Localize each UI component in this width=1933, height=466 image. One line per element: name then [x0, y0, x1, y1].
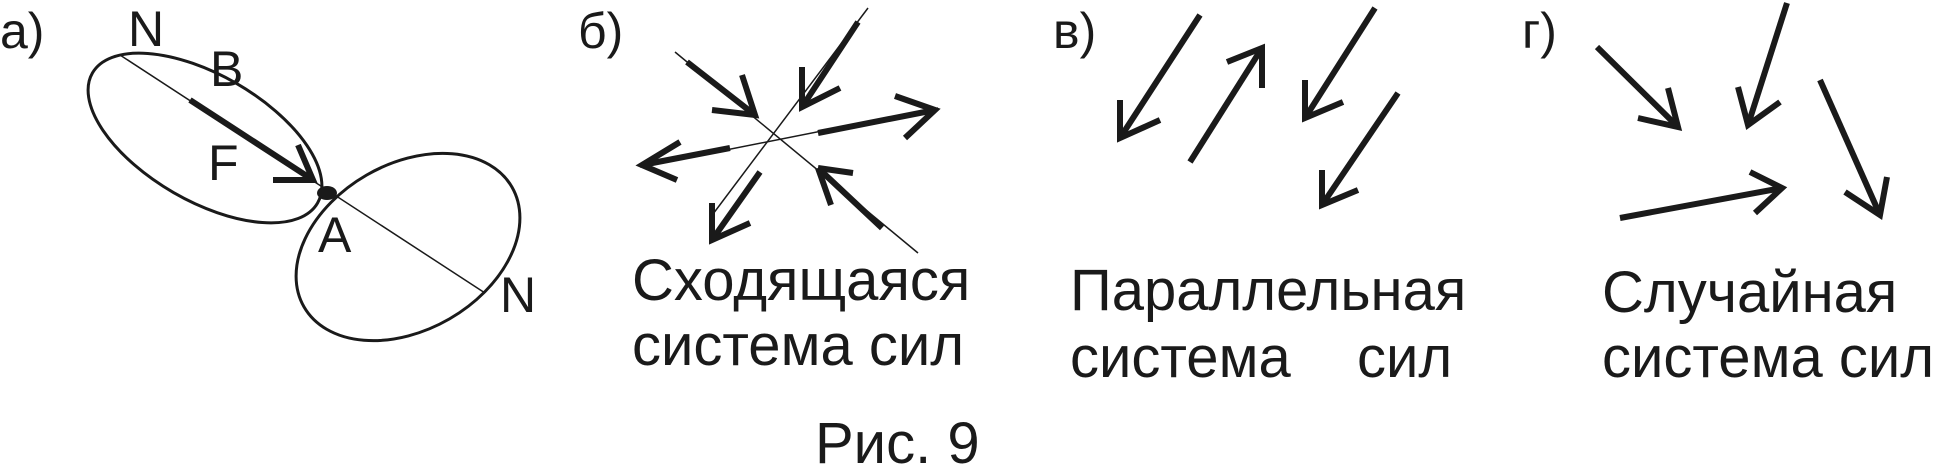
contact-point-a — [317, 186, 337, 200]
caption-parallel-line2a: система — [1070, 325, 1291, 390]
parallel-arrow-3 — [1302, 6, 1378, 123]
arrow-out-lower-left — [709, 170, 763, 245]
caption-parallel-line1: Параллельная — [1070, 258, 1466, 323]
panel-a: а) N B F A N — [0, 1, 536, 343]
label-n-bottom: N — [500, 267, 536, 323]
panel-b: б) Сходящаяся система с — [578, 3, 970, 378]
label-a: A — [318, 207, 352, 263]
arrow-out-left — [635, 139, 731, 183]
label-n-top: N — [128, 1, 164, 57]
panel-g-label: г) — [1522, 3, 1557, 59]
panel-g: г) Случайная система сил — [1522, 2, 1933, 390]
parallel-arrow-1 — [1117, 13, 1203, 143]
arrow-out-right — [817, 93, 941, 141]
parallel-arrow-2 — [1187, 43, 1265, 164]
arrow-in-upper-right — [799, 20, 861, 112]
arbitrary-arrow-4 — [1619, 169, 1788, 221]
caption-arbitrary-line1: Случайная — [1602, 260, 1897, 325]
force-f-arrow — [188, 97, 318, 183]
label-f: F — [208, 135, 239, 191]
arrow-in-upper-left — [685, 59, 760, 119]
panel-v-label: в) — [1053, 3, 1096, 59]
caption-converging-line2: система сил — [632, 313, 964, 378]
arrow-in-lower-right — [815, 165, 885, 231]
caption-parallel-line2b: сил — [1357, 325, 1452, 390]
caption-converging-line1: Сходящаяся — [632, 248, 970, 313]
arbitrary-arrow-3 — [1817, 78, 1890, 220]
label-b: B — [210, 41, 243, 97]
lower-body-outline — [294, 151, 522, 343]
parallel-arrow-4 — [1319, 91, 1401, 210]
panel-v: в) Параллельная система сил — [1053, 3, 1466, 390]
figure-caption: Рис. 9 — [815, 411, 980, 466]
arbitrary-arrow-2 — [1735, 2, 1790, 130]
caption-arbitrary-line2: система сил — [1602, 325, 1933, 390]
panel-a-label: а) — [0, 3, 44, 59]
panel-b-label: б) — [578, 3, 623, 59]
upper-body-outline — [86, 51, 324, 225]
arbitrary-arrow-1 — [1594, 44, 1683, 132]
